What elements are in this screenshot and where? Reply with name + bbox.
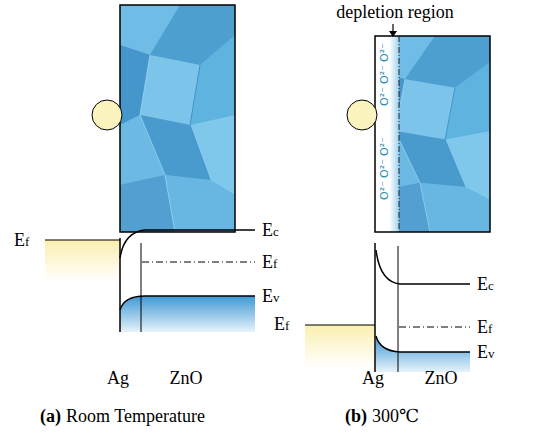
material-label: ZnO: [425, 369, 458, 387]
conduction-band-label: Ec: [477, 275, 494, 293]
conduction-band-label: Ec: [262, 221, 279, 239]
fermi-level-label: Ef: [14, 231, 29, 249]
fermi-level-label: Ef: [262, 253, 277, 271]
oxygen-ion: O²⁻: [379, 159, 390, 178]
valence-band-label: Ev: [262, 287, 280, 305]
material-label: Ag: [362, 369, 384, 387]
material-label: Ag: [107, 369, 129, 387]
oxygen-ion: O²⁻: [379, 65, 390, 84]
panel-caption: Room Temperature: [66, 407, 205, 425]
panel-letter: (a): [40, 407, 61, 425]
oxygen-ion: O²⁻: [379, 181, 390, 200]
oxygen-ion: O²⁻: [379, 137, 390, 156]
oxygen-ion: O²⁻: [379, 87, 390, 106]
valence-band-label: Ev: [477, 343, 495, 361]
panel-letter: (b): [345, 407, 367, 425]
fermi-level-label: Ef: [477, 318, 492, 336]
panel-caption: 300℃: [372, 407, 419, 425]
material-label: ZnO: [170, 369, 203, 387]
fermi-level-label: Ef: [274, 315, 289, 333]
oxygen-ion: O²⁻: [379, 43, 390, 62]
region-label: depletion region: [336, 3, 453, 21]
